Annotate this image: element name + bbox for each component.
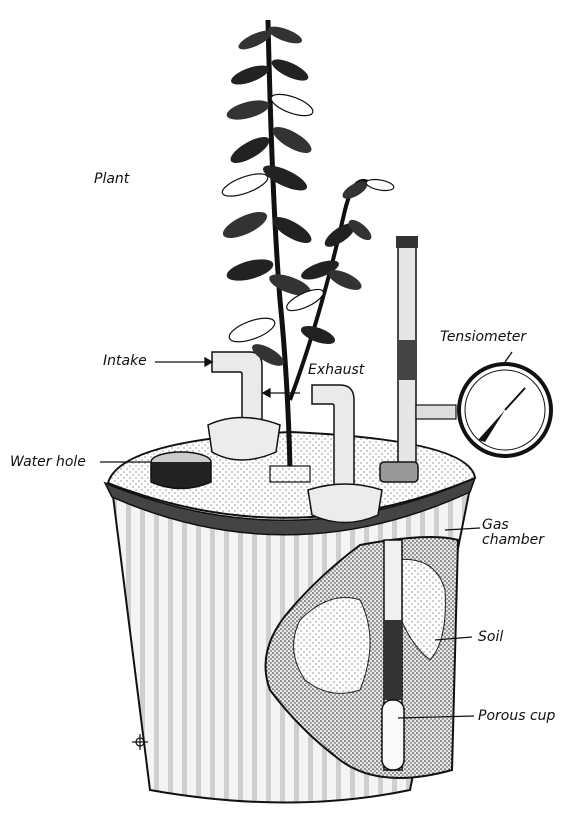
label-gas-chamber: Gas chamber	[482, 518, 544, 549]
label-exhaust: Exhaust	[308, 363, 364, 378]
label-plant: Plant	[94, 172, 129, 187]
intake-pipe	[208, 352, 280, 460]
water-hole-cap	[151, 452, 211, 489]
label-gas-line1: Gas	[482, 518, 544, 533]
label-tensiometer: Tensiometer	[440, 330, 526, 345]
tensiometer-tube	[382, 540, 404, 770]
tensiometer	[380, 236, 551, 482]
label-intake: Intake	[103, 354, 147, 369]
label-soil: Soil	[478, 630, 503, 645]
label-gas-line2: chamber	[482, 533, 544, 548]
label-porous-cup: Porous cup	[478, 709, 555, 724]
porous-cup	[382, 700, 404, 770]
label-water-hole: Water hole	[10, 455, 86, 470]
